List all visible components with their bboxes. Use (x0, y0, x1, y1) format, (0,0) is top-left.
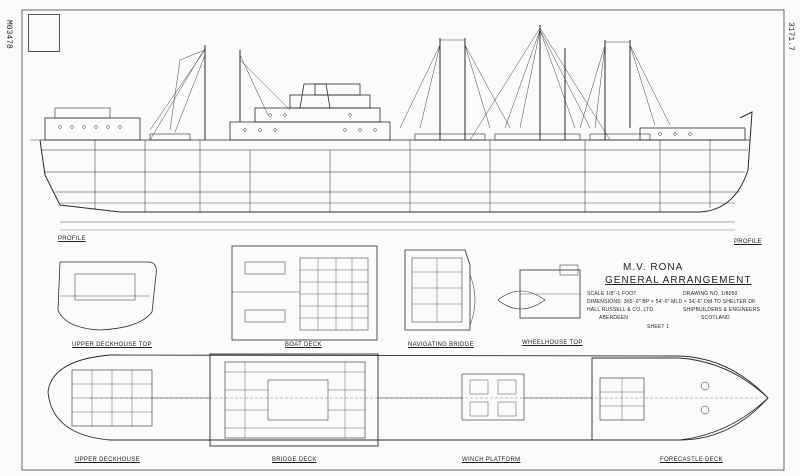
drawing-heading: GENERAL ARRANGEMENT (605, 275, 752, 286)
bridge-deck-plan (209, 353, 379, 447)
label-boat-deck: BOAT DECK (285, 342, 322, 348)
builder-city: ABERDEEN (599, 315, 629, 321)
profile-view (30, 25, 753, 231)
lifeboat (244, 309, 286, 323)
forecastle (639, 127, 746, 141)
builder-role: SHIPBUILDERS & ENGINEERS (683, 307, 761, 313)
compass-platform (497, 290, 546, 310)
windlass (700, 405, 710, 415)
label-bridge-deck: BRIDGE DECK (272, 457, 317, 463)
funnel (299, 83, 331, 109)
drawing-number-right: 3171.7 (786, 22, 795, 51)
label-profile-left: PROFILE (58, 236, 86, 242)
drawing-number: DRAWING No. 1/8050 (683, 291, 738, 297)
builder-name: HALL RUSSELL & CO. LTD. (587, 307, 655, 313)
midship-house (229, 121, 391, 141)
revision-table (28, 14, 60, 52)
windlass (700, 381, 710, 391)
builder-country: SCOTLAND (701, 315, 730, 321)
lower-plan-hull (47, 354, 769, 441)
label-upper-deckhouse-top: UPPER DECKHOUSE TOP (72, 342, 152, 348)
derricks-rigging (149, 27, 671, 141)
boat-deck-plan (231, 245, 378, 341)
saloon (267, 379, 329, 421)
wheelhouse (314, 83, 361, 96)
winch-platform-plan (378, 373, 592, 421)
label-forecastle-deck: FORECASTLE DECK (660, 457, 723, 463)
label-navigating-bridge: NAVIGATING BRIDGE (408, 342, 474, 348)
sheet-number: SHEET 1 (647, 324, 670, 330)
vessel-name: M.V. RONA (623, 262, 684, 273)
title-block: M.V. RONA GENERAL ARRANGEMENT SCALE 1/8"… (583, 262, 783, 332)
upper-deckhouse-plan (71, 369, 210, 427)
navigating-bridge-plan (404, 249, 476, 331)
label-winch-platform: WINCH PLATFORM (462, 457, 521, 463)
dimensions-text: DIMENSIONS: 365'-0" BP × 54'-0" MLD × 34… (587, 299, 756, 305)
lifeboat (244, 261, 286, 275)
forecastle-deck-plan (591, 357, 769, 441)
label-upper-deckhouse: UPPER DECKHOUSE (75, 457, 140, 463)
hull-outline (39, 111, 753, 213)
masts (204, 25, 631, 140)
drawing-number-left: M03478 (4, 20, 13, 49)
label-wheelhouse-top: WHEELHOUSE TOP (522, 340, 583, 346)
label-profile-right: PROFILE (734, 239, 762, 245)
sheet-border (21, 9, 785, 471)
scale-text: SCALE 1/8"-1 FOOT (587, 291, 637, 297)
hatch-coamings (149, 133, 651, 141)
aft-deckhouse (44, 117, 141, 141)
bulkheads (94, 140, 711, 212)
wheelhouse-top-plan (497, 264, 581, 319)
upper-deckhouse-top-plan (57, 261, 157, 331)
